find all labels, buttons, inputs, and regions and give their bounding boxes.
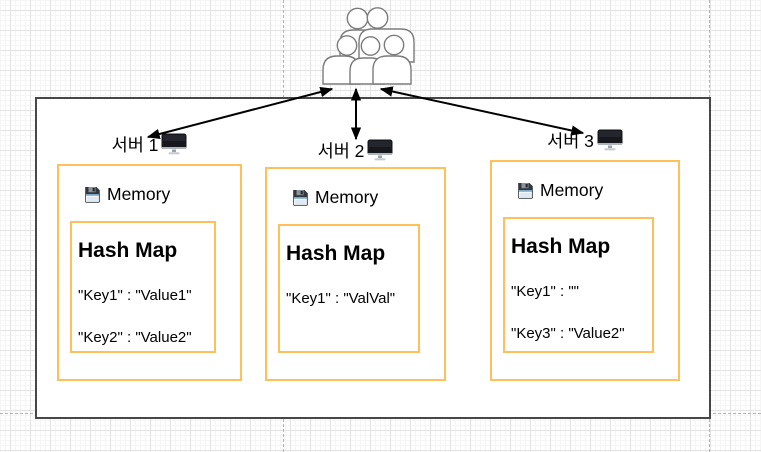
server-1-group: 서버 1 Memory (57, 130, 242, 381)
server-1-box: Memory Hash Map "Key1" : "Value1" "Key2"… (57, 164, 242, 381)
server-3-group: 서버 3 Memory (490, 126, 680, 381)
server-2-label-text: 서버 2 (317, 140, 365, 161)
server-2-hashmap-title: Hash Map (286, 242, 386, 265)
server-3-hashmap-entry: "Key1" : "" (511, 283, 579, 301)
floppy-disk-icon (518, 182, 533, 199)
user-group-icon (322, 7, 415, 85)
server-2-label: 서버 2 (265, 136, 446, 164)
server-2-memory-row: Memory (291, 187, 378, 208)
server-2-box: Memory Hash Map "Key1" : "ValVal" (265, 167, 446, 381)
server-3-hashmap-box: Hash Map "Key1" : "" "Key3" : "Value2" (503, 217, 654, 353)
server-1-hashmap-entry: "Key1" : "Value1" (78, 287, 192, 305)
server-2-group: 서버 2 Memory (265, 136, 446, 381)
server-1-memory-row: Memory (83, 184, 170, 205)
floppy-disk-icon (85, 186, 100, 203)
server-1-hashmap-entry: "Key2" : "Value2" (78, 329, 192, 347)
server-1-label: 서버 1 (57, 130, 242, 158)
server-3-memory-label: Memory (540, 180, 604, 200)
server-3-memory-row: Memory (516, 180, 603, 201)
server-1-hashmap-box: Hash Map "Key1" : "Value1" "Key2" : "Val… (70, 221, 216, 353)
monitor-icon (161, 133, 187, 155)
monitor-icon (597, 129, 623, 151)
server-1-label-text: 서버 1 (111, 134, 159, 155)
server-1-hashmap-title: Hash Map (78, 239, 178, 262)
server-3-hashmap-entry: "Key3" : "Value2" (511, 325, 625, 343)
server-3-label-text: 서버 3 (547, 130, 594, 151)
server-3-hashmap-title: Hash Map (511, 235, 611, 258)
server-3-label: 서버 3 (490, 126, 680, 154)
monitor-icon (367, 139, 393, 161)
server-2-hashmap-box: Hash Map "Key1" : "ValVal" (278, 224, 420, 353)
server-2-memory-label: Memory (315, 187, 379, 207)
server-2-hashmap-entry: "Key1" : "ValVal" (286, 290, 396, 308)
server-1-memory-label: Memory (107, 184, 171, 204)
server-3-box: Memory Hash Map "Key1" : "" "Key3" : "Va… (490, 160, 680, 381)
floppy-disk-icon (293, 189, 308, 206)
